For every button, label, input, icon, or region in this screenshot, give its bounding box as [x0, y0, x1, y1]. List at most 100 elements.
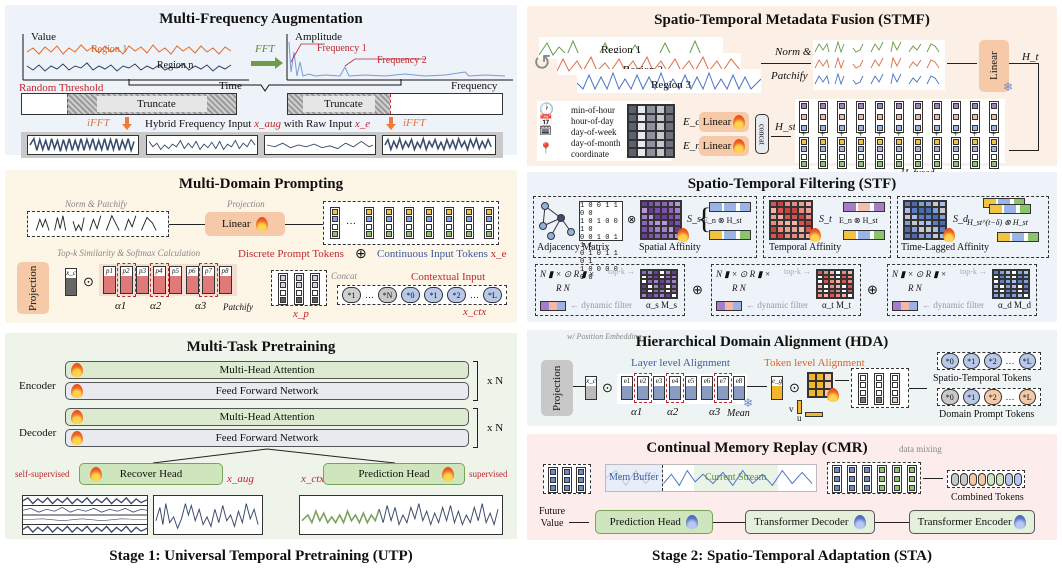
dynamic-filter-label: ← dynamic filter: [570, 300, 632, 310]
plus-icon: +: [915, 129, 921, 139]
s-s-label: S_s: [687, 214, 701, 225]
region-n-label: Region n: [157, 60, 194, 71]
filtered-matrix: [992, 269, 1030, 299]
topk-label: top-k →: [608, 267, 635, 276]
region-3-label: Region 3: [651, 79, 692, 91]
decoder-ffn-block[interactable]: Feed Forward Network: [65, 429, 469, 447]
decoder-repeat: x N: [487, 422, 504, 434]
spatial-affinity-box: [533, 196, 757, 258]
dot-product-icon: ⊙: [83, 274, 94, 289]
xc-token: x_c: [585, 376, 597, 400]
arrow-icon: [169, 224, 205, 225]
projection-label: Projection: [551, 365, 563, 411]
ifft-arrow-left-icon: [125, 117, 129, 125]
projection-block[interactable]: Projection: [17, 262, 49, 314]
future-value-label: Future Value: [538, 506, 566, 529]
combined-token: [969, 472, 977, 486]
combined-tokens-label: Combined Tokens: [951, 492, 1024, 503]
spatio-temporal-token: [932, 137, 942, 169]
concat-label: concat: [757, 123, 767, 145]
region-3-series: [577, 69, 761, 93]
mtp-panel: Multi-Task Pretraining Encoder Multi-Hea…: [5, 333, 517, 539]
arrow-icon: [761, 63, 811, 64]
hda-projection-block[interactable]: Projection: [541, 360, 573, 416]
fire-icon: [71, 363, 83, 377]
transformer-decoder-button[interactable]: Transformer Decoder: [745, 510, 875, 534]
spatio-temporal-tokens-label: Spatio-Temporal Tokens: [933, 373, 1032, 384]
linear-en-block[interactable]: Linear: [699, 136, 749, 156]
embedding-token: e7: [714, 373, 732, 403]
token-pill: *0: [941, 353, 959, 369]
frozen-icon: ❄: [743, 396, 754, 410]
concat-block[interactable]: concat: [755, 114, 769, 154]
decoder-mha-block[interactable]: Multi-Head Attention: [65, 408, 469, 426]
ifft-arrow-right-icon: [389, 117, 393, 125]
affinity-weight-label: α_d M_d: [998, 300, 1031, 310]
truncate-label-left: Truncate: [137, 98, 176, 110]
metadata-min-of-hour: min-of-hour: [571, 105, 615, 115]
s-d-label: S_d: [953, 214, 968, 225]
hybrid-prefix: Hybrid Frequency Input: [145, 118, 255, 130]
hda-alpha-2: α2: [667, 406, 679, 418]
cmr-panel: Continual Memory Replay (CMR) data mixin…: [527, 434, 1057, 540]
prompt-token: p7: [199, 263, 218, 297]
time-lagged-affinity-box: [897, 196, 1049, 258]
hybrid-mid: with Raw Input: [280, 118, 355, 130]
time-token: [837, 101, 847, 133]
spatio-temporal-token: [894, 137, 904, 169]
continuous-input-token: [384, 207, 394, 239]
linear-label: Linear: [702, 140, 732, 152]
continuous-token-group: …: [323, 201, 499, 245]
h-t-label: H_t: [1022, 51, 1039, 63]
token-pill: *1: [424, 287, 443, 303]
h-st-label: H_st: [775, 121, 796, 133]
head-arrows: [152, 448, 396, 464]
recover-head-button[interactable]: Recover Head: [79, 463, 223, 485]
x-aug-symbol: x_aug: [254, 118, 281, 130]
encoder-mha-block[interactable]: Multi-Head Attention: [65, 361, 469, 379]
token-pill: *1: [342, 287, 361, 303]
eg-token: e_g: [771, 376, 783, 400]
contextual-input-label: Contextual Input: [411, 271, 486, 283]
fire-icon: [442, 467, 454, 481]
combined-token: [987, 472, 995, 486]
prompt-token: p4: [149, 263, 169, 297]
position-embedding-label: w/ Position Embedding: [567, 332, 642, 341]
n-label: N ▮ × ⊙ R ▮ ×: [892, 269, 947, 279]
metadata-day-of-month: day-of-month: [571, 138, 621, 148]
fire-icon: [71, 410, 83, 424]
time-lagged-affinity-label: Time-Lagged Affinity: [901, 242, 990, 253]
cmr-prediction-head-button[interactable]: Prediction Head: [595, 510, 713, 534]
linear-button[interactable]: Linear: [205, 212, 285, 236]
en-hst-spatial: E_n ⊗ H_st: [703, 216, 742, 225]
continuous-input-token: [464, 207, 474, 239]
mdp-title: Multi-Domain Prompting: [178, 176, 344, 192]
token-pill: *1: [962, 353, 980, 369]
memory-token: [548, 467, 558, 493]
spatial-affinity-label: Spatial Affinity: [639, 242, 701, 253]
encoder-ffn-block[interactable]: Feed Forward Network: [65, 382, 469, 400]
spatio-temporal-token: [951, 137, 961, 169]
brace-connector: [128, 79, 402, 92]
token-pill: *1: [962, 389, 980, 405]
x-ctx-label: x_ctx: [463, 306, 487, 318]
linear-ec-block[interactable]: Linear: [699, 112, 749, 132]
combined-token: [951, 472, 959, 486]
prompt-label: p4: [153, 267, 165, 276]
prediction-head-button[interactable]: Prediction Head: [323, 463, 465, 485]
embedding-label: e2: [638, 377, 648, 386]
weekday-icon: 🗓: [539, 126, 552, 137]
token-strip: [709, 230, 751, 240]
n-label: N ▮ × ⊙ R ▮ ×: [540, 269, 595, 279]
fire-icon: [71, 384, 83, 398]
embedding-label: e3: [654, 377, 664, 386]
dynamic-filter-label: ← dynamic filter: [922, 300, 984, 310]
truncate-label-right: Truncate: [324, 98, 363, 110]
spatio-temporal-token: [799, 137, 809, 169]
prompt-token: p8: [218, 266, 232, 294]
transformer-encoder-button[interactable]: Transformer Encoder: [909, 510, 1035, 534]
hda-alpha-1: α1: [631, 406, 643, 418]
token-pill: *L: [1018, 353, 1036, 369]
aligned-token: [874, 373, 884, 405]
